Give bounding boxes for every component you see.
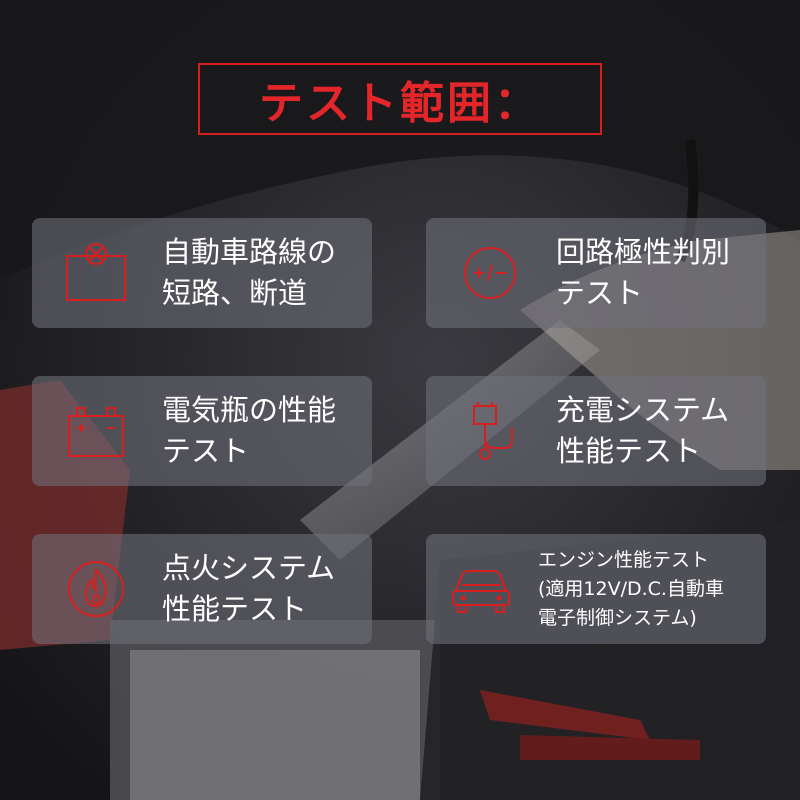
feature-card-short-circuit: 自動車路線の 短路、断道 xyxy=(32,218,372,328)
page-title: テスト範囲： xyxy=(259,78,541,129)
car-icon xyxy=(446,554,516,624)
polarity-icon xyxy=(452,238,528,308)
feature-label: 点火システム 性能テスト xyxy=(162,551,336,626)
charging-system-icon xyxy=(452,396,528,466)
feature-card-engine: エンジン性能テスト (適用12V/D.C.自動車 電子制御システム) xyxy=(426,534,766,644)
feature-card-charging-system: 充電システム 性能テスト xyxy=(426,376,766,486)
feature-card-polarity: 回路極性判別 テスト xyxy=(426,218,766,328)
feature-label: エンジン性能テスト (適用12V/D.C.自動車 電子制御システム) xyxy=(538,548,724,629)
feature-label: 自動車路線の 短路、断道 xyxy=(162,235,337,310)
feature-label: 回路極性判別 テスト xyxy=(556,235,731,310)
feature-card-ignition: 点火システム 性能テスト xyxy=(32,534,372,644)
battery-icon xyxy=(58,396,134,466)
feature-label: 充電システム 性能テスト xyxy=(556,393,730,468)
short-circuit-box-icon xyxy=(58,238,134,308)
flame-icon xyxy=(58,554,134,624)
feature-label: 電気瓶の性能 テスト xyxy=(162,393,337,468)
title-frame: テスト範囲： xyxy=(198,63,602,135)
feature-card-battery: 電気瓶の性能 テスト xyxy=(32,376,372,486)
